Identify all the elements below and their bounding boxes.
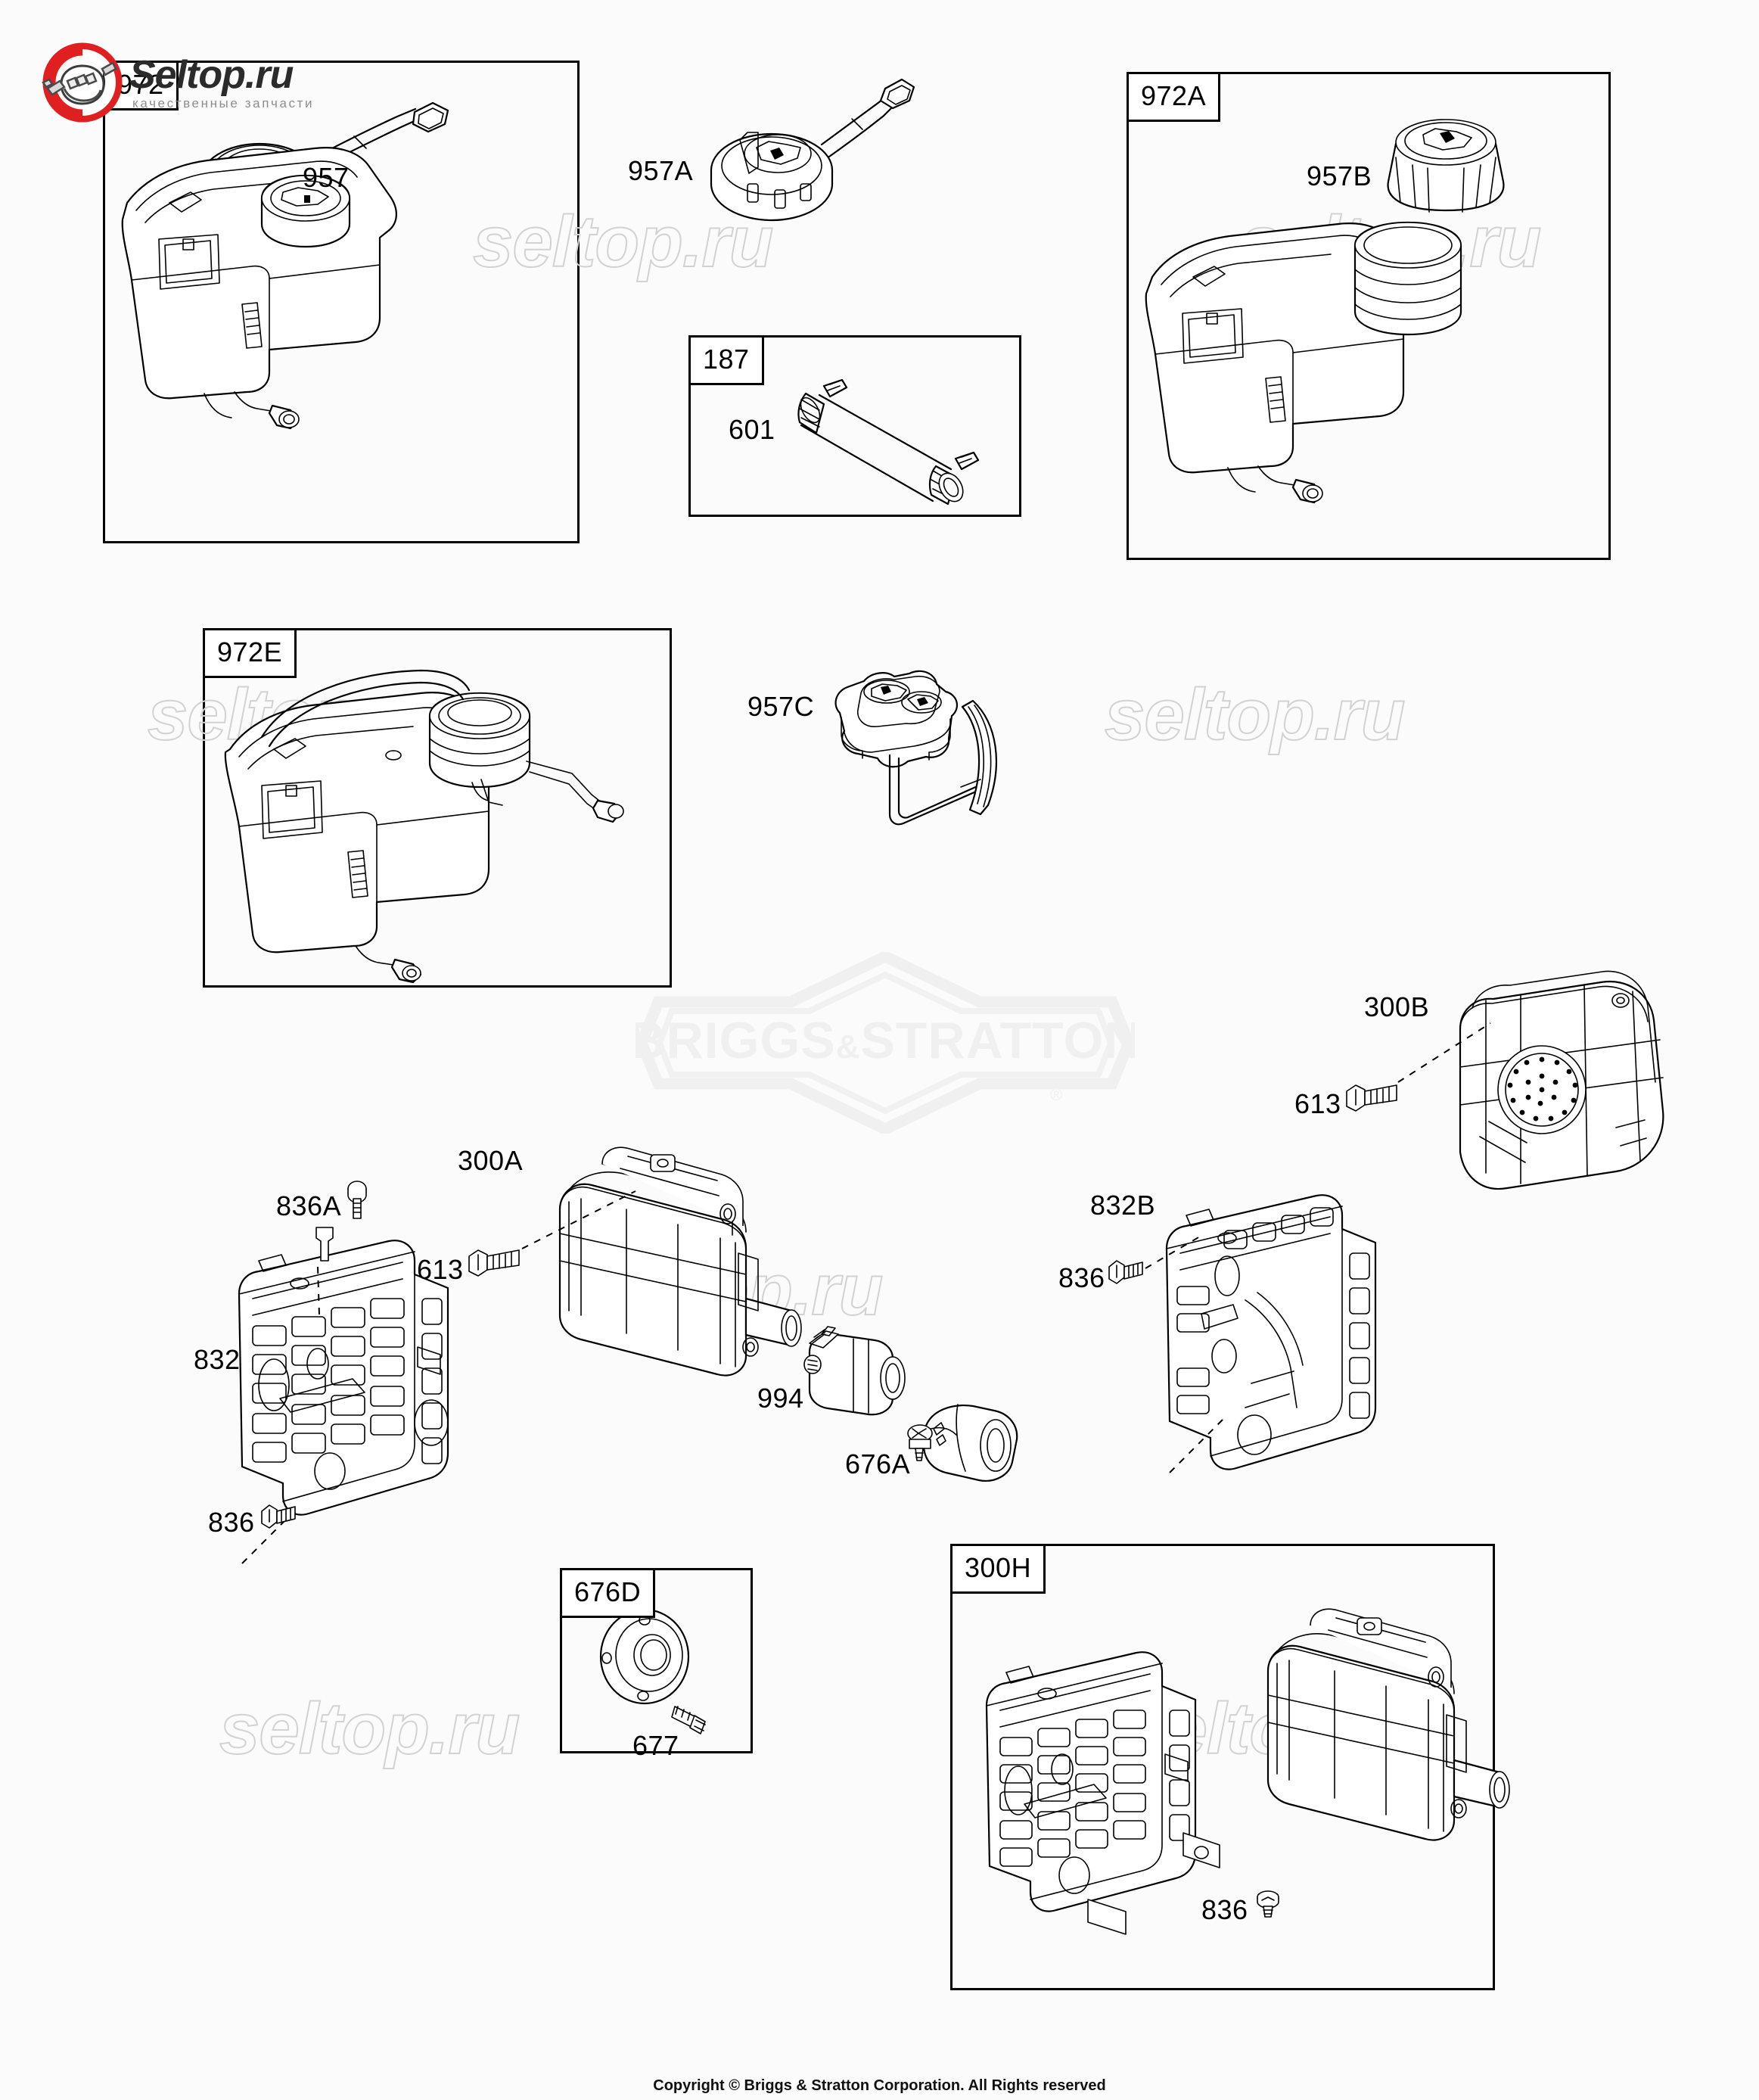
watermark-seltop-6: seltop.ru: [219, 1688, 521, 1770]
group-tag-300H: 300H: [950, 1544, 1046, 1594]
art-screw-836-right: [1105, 1258, 1147, 1288]
watermark-seltop-4: seltop.ru: [1104, 674, 1406, 756]
art-muffler-guard-832: [227, 1226, 530, 1619]
group-tag-676D: 676D: [560, 1568, 656, 1618]
callout-832: 832: [194, 1344, 241, 1375]
group-box-972E: 972E: [203, 628, 672, 988]
art-fuel-cap-957C: [825, 666, 1029, 855]
callout-957B: 957B: [1307, 160, 1372, 191]
lead-613-left: [521, 1188, 643, 1256]
briggs-stratton-logo-watermark: BRIGGS&STRATTON ®: [629, 950, 1141, 1136]
group-tag-972A: 972A: [1127, 72, 1221, 122]
group-tag-187: 187: [688, 335, 764, 385]
callout-677: 677: [632, 1730, 679, 1761]
callout-300A: 300A: [458, 1145, 524, 1176]
art-muffler-300B: [1442, 961, 1699, 1211]
svg-text:BRIGGS&STRATTON: BRIGGS&STRATTON: [636, 1012, 1135, 1069]
lead-836-right: [1145, 1235, 1206, 1273]
art-bolt-613-left: [463, 1246, 525, 1282]
watermark-seltop-5: seltop.ru: [582, 1249, 884, 1331]
art-exhaust-elbow-676A: [893, 1392, 1029, 1498]
callout-676A: 676A: [845, 1448, 911, 1479]
group-box-187: 187: [688, 335, 1021, 517]
callout-613-left: 613: [417, 1254, 464, 1285]
art-muffler-300A: [530, 1120, 847, 1392]
callout-601: 601: [729, 414, 775, 445]
callout-957A: 957A: [628, 155, 694, 186]
callout-300B: 300B: [1364, 991, 1430, 1022]
art-screw-836-left: [257, 1502, 300, 1532]
svg-text:®: ®: [1050, 1085, 1062, 1104]
callout-836-left: 836: [208, 1507, 255, 1538]
site-logo-tagline: качественные запчасти: [132, 96, 315, 110]
site-logo-name: Seltop.ru: [129, 53, 294, 97]
art-fuel-cap-957A: [681, 72, 915, 231]
callout-957: 957: [303, 162, 350, 193]
callout-832B: 832B: [1090, 1190, 1156, 1221]
fist-wrench-logo-icon: [42, 42, 123, 123]
callout-613-right: 613: [1294, 1088, 1341, 1119]
callout-994: 994: [757, 1383, 804, 1414]
group-tag-972E: 972E: [203, 628, 297, 678]
art-bolt-613-right: [1341, 1081, 1403, 1117]
site-logo[interactable]: Seltop.ru качественные запчасти: [42, 42, 314, 123]
callout-836-300H: 836: [1201, 1894, 1248, 1925]
lead-613-right: [1397, 1020, 1496, 1088]
art-bolt-836A: [342, 1179, 372, 1221]
art-muffler-guard-832B: [1155, 1181, 1457, 1574]
callout-836-right: 836: [1058, 1262, 1105, 1293]
group-box-676D: 676D: [560, 1568, 753, 1753]
callout-957C: 957C: [747, 691, 815, 722]
group-box-972: 972: [103, 61, 580, 543]
callout-836A: 836A: [276, 1190, 342, 1221]
group-box-972A: 972A: [1127, 72, 1611, 560]
copyright-notice: Copyright © Briggs & Stratton Corporatio…: [653, 2077, 1106, 2094]
